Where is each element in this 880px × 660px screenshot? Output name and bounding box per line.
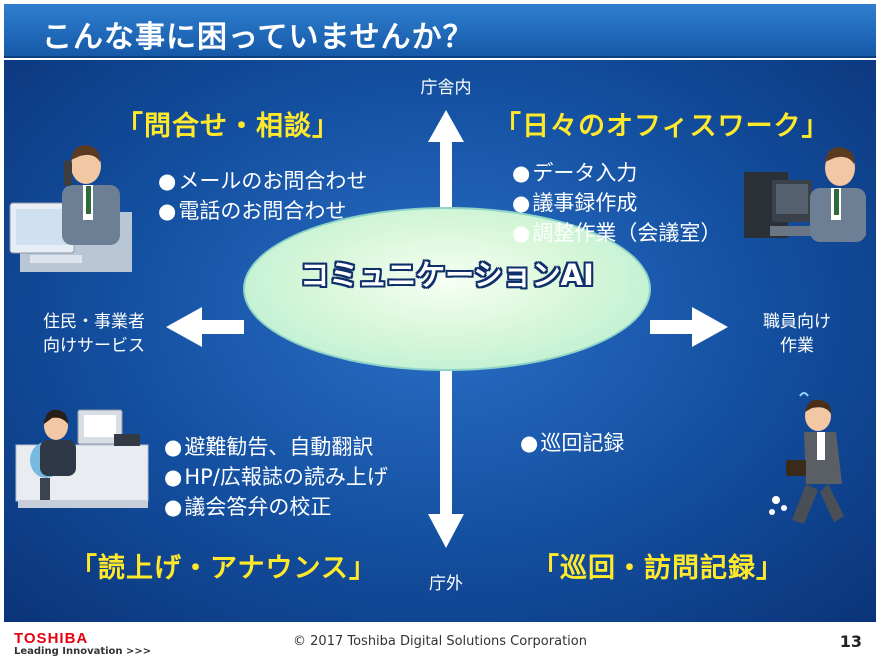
quadrant-title-announce: 「読上げ・アナウンス」 xyxy=(70,553,377,584)
toshiba-logo: TOSHIBA xyxy=(14,630,89,647)
list-item: 電話のお問合わせ xyxy=(158,196,367,226)
slide-title: こんな事に困っていませんか？ xyxy=(42,20,474,55)
list-item: 議会答弁の校正 xyxy=(164,492,388,522)
center-label: コミュニケーションAI xyxy=(300,258,594,292)
right-arrow xyxy=(650,307,728,347)
logo-tagline: Leading Innovation >>> xyxy=(14,646,152,657)
person-running-briefcase-icon xyxy=(769,392,844,524)
list-item: メールのお問合わせ xyxy=(158,166,367,196)
title-bar: こんな事に困っていませんか？ xyxy=(4,4,876,58)
list-item: 議事録作成 xyxy=(512,188,721,218)
quadrant-items-inquiry: メールのお問合わせ 電話のお問合わせ xyxy=(158,166,367,226)
page-number: 13 xyxy=(839,632,862,651)
axis-right-line: 職員向け xyxy=(763,312,831,332)
vertical-arrow xyxy=(428,110,464,548)
list-item: HP/広報誌の読み上げ xyxy=(164,462,388,492)
axis-right-line: 作業 xyxy=(780,336,814,356)
axis-top-label: 庁舎内 xyxy=(420,78,472,98)
quadrant-items-office: データ入力 議事録作成 調整作業（会議室） xyxy=(512,158,721,248)
list-item: データ入力 xyxy=(512,158,721,188)
list-item: 巡回記録 xyxy=(520,428,624,458)
person-headset-desk-icon xyxy=(15,409,149,508)
person-desktop-computer-icon xyxy=(744,147,866,242)
axis-left-label: 住民・事業者 向けサービス xyxy=(26,310,162,358)
quadrant-title-inquiry: 「問合せ・相談」 xyxy=(116,111,340,142)
person-phone-computer-icon xyxy=(9,145,132,272)
quadrant-title-patrol: 「巡回・訪問記録」 xyxy=(532,553,784,584)
axis-left-line: 住民・事業者 xyxy=(43,312,145,332)
axis-bottom-label: 庁外 xyxy=(429,574,463,594)
left-arrow xyxy=(166,307,244,347)
axis-left-line: 向けサービス xyxy=(43,336,145,356)
quadrant-items-announce: 避難勧告、自動翻訳 HP/広報誌の読み上げ 議会答弁の校正 xyxy=(164,432,388,522)
axis-right-label: 職員向け 作業 xyxy=(742,310,852,358)
list-item: 避難勧告、自動翻訳 xyxy=(164,432,388,462)
quadrant-items-patrol: 巡回記録 xyxy=(520,428,624,458)
quadrant-title-office: 「日々のオフィスワーク」 xyxy=(494,111,830,142)
list-item: 調整作業（会議室） xyxy=(512,218,721,248)
copyright: © 2017 Toshiba Digital Solutions Corpora… xyxy=(293,634,587,649)
